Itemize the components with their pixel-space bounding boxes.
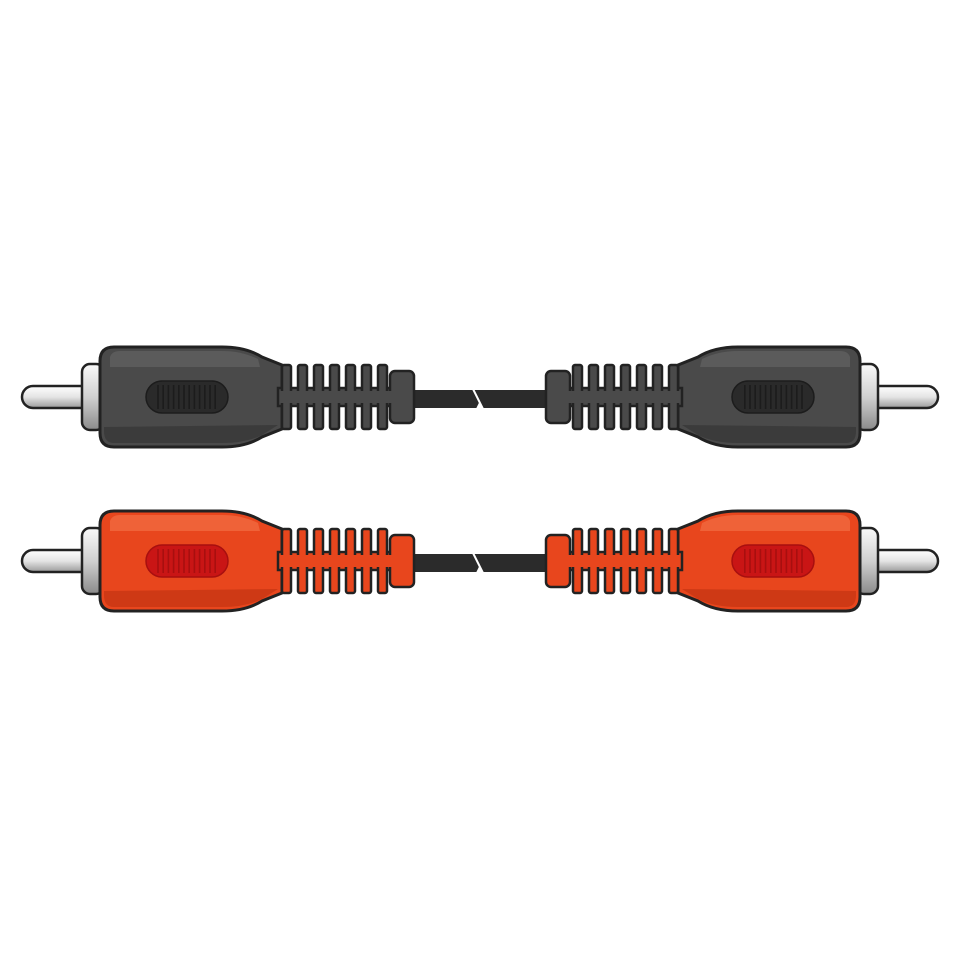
cables-layer: [20, 345, 940, 613]
plug-body-highlight: [700, 351, 850, 367]
cable-wire: [471, 552, 549, 574]
plug-right-black: [471, 345, 940, 449]
cable-wire: [471, 388, 549, 410]
strain-relief-cap: [544, 533, 572, 589]
strain-relief-core: [280, 391, 392, 403]
plug-right-red: [471, 509, 940, 613]
strain-relief-core: [568, 555, 680, 567]
grip-window: [145, 544, 229, 578]
strain-relief-cap: [388, 369, 416, 425]
strain-relief-core: [568, 391, 680, 403]
strain-relief-core: [280, 555, 392, 567]
plug-body-highlight: [700, 515, 850, 531]
plug-body-shade: [104, 589, 278, 607]
plug-left-red: [20, 509, 489, 613]
grip-window: [731, 380, 815, 414]
grip-window: [731, 544, 815, 578]
plug-body-highlight: [110, 515, 260, 531]
plug-left-black: [20, 345, 489, 449]
grip-window: [145, 380, 229, 414]
plug-body-shade: [682, 589, 856, 607]
cable-red: [20, 509, 940, 613]
cable-black: [20, 345, 940, 449]
strain-relief-cap: [388, 533, 416, 589]
plug-body-highlight: [110, 351, 260, 367]
plug-body-shade: [682, 425, 856, 443]
strain-relief-cap: [544, 369, 572, 425]
plug-body-shade: [104, 425, 278, 443]
